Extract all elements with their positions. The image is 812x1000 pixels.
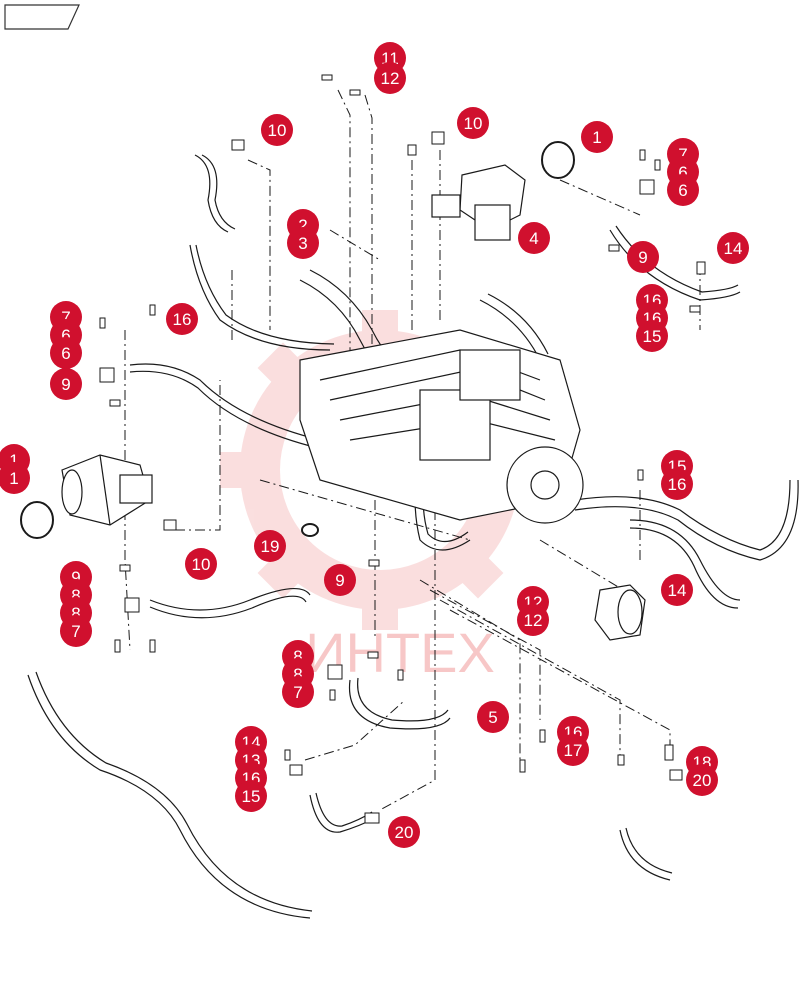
callout-10[interactable]: 10 xyxy=(185,548,217,580)
svg-text:1: 1 xyxy=(9,451,18,470)
callout-20[interactable]: 20 xyxy=(388,816,420,848)
callout-7[interactable]: 7 xyxy=(60,615,92,647)
svg-text:17: 17 xyxy=(564,741,583,760)
callout-4[interactable]: 4 xyxy=(518,222,550,254)
svg-text:6: 6 xyxy=(61,326,70,345)
svg-text:7: 7 xyxy=(71,622,80,641)
svg-text:20: 20 xyxy=(693,771,712,790)
callout-10[interactable]: 10 xyxy=(261,114,293,146)
svg-text:9: 9 xyxy=(638,248,647,267)
svg-text:9: 9 xyxy=(71,568,80,587)
callout-19[interactable]: 19 xyxy=(254,530,286,562)
callout-3[interactable]: 3 xyxy=(287,227,319,259)
svg-text:10: 10 xyxy=(464,114,483,133)
svg-text:16: 16 xyxy=(173,310,192,329)
callout-16[interactable]: 16 xyxy=(661,468,693,500)
svg-text:6: 6 xyxy=(678,163,687,182)
callout-7[interactable]: 7 xyxy=(282,676,314,708)
svg-text:14: 14 xyxy=(668,581,687,600)
svg-text:8: 8 xyxy=(71,604,80,623)
svg-text:7: 7 xyxy=(678,145,687,164)
callout-1[interactable]: 1 xyxy=(581,121,613,153)
svg-text:3: 3 xyxy=(298,234,307,253)
svg-text:15: 15 xyxy=(643,327,662,346)
svg-text:2: 2 xyxy=(298,216,307,235)
callout-15[interactable]: 15 xyxy=(235,780,267,812)
fittings xyxy=(99,74,706,824)
callout-14[interactable]: 14 xyxy=(717,232,749,264)
components xyxy=(61,164,646,641)
svg-text:7: 7 xyxy=(293,683,302,702)
svg-text:9: 9 xyxy=(335,571,344,590)
callout-9[interactable]: 9 xyxy=(324,564,356,596)
svg-text:5: 5 xyxy=(488,708,497,727)
callout-16[interactable]: 16 xyxy=(166,303,198,335)
svg-text:7: 7 xyxy=(61,308,70,327)
svg-text:1: 1 xyxy=(592,128,601,147)
home-label: home xyxy=(14,9,47,24)
leader-lines xyxy=(124,89,701,811)
svg-text:8: 8 xyxy=(293,665,302,684)
svg-text:20: 20 xyxy=(395,823,414,842)
home-button[interactable]: home xyxy=(4,4,80,30)
callout-9[interactable]: 9 xyxy=(50,368,82,400)
callout-12[interactable]: 12 xyxy=(374,62,406,94)
callout-1[interactable]: 1 xyxy=(0,462,30,494)
svg-text:1: 1 xyxy=(9,469,18,488)
callout-5[interactable]: 5 xyxy=(477,701,509,733)
callout-17[interactable]: 17 xyxy=(557,734,589,766)
callout-10[interactable]: 10 xyxy=(457,107,489,139)
callout-12[interactable]: 12 xyxy=(517,604,549,636)
callout-9[interactable]: 9 xyxy=(627,241,659,273)
svg-text:4: 4 xyxy=(529,229,538,248)
o-rings xyxy=(20,141,575,539)
svg-text:6: 6 xyxy=(61,344,70,363)
svg-text:9: 9 xyxy=(61,375,70,394)
svg-text:8: 8 xyxy=(71,586,80,605)
svg-text:10: 10 xyxy=(268,121,287,140)
svg-text:6: 6 xyxy=(678,181,687,200)
callout-6[interactable]: 6 xyxy=(667,174,699,206)
svg-text:10: 10 xyxy=(192,555,211,574)
svg-text:12: 12 xyxy=(524,611,543,630)
hoses xyxy=(27,154,799,919)
callout-14[interactable]: 14 xyxy=(661,574,693,606)
svg-text:12: 12 xyxy=(381,69,400,88)
callout-15[interactable]: 15 xyxy=(636,320,668,352)
svg-text:15: 15 xyxy=(242,787,261,806)
callout-6[interactable]: 6 xyxy=(50,337,82,369)
svg-text:14: 14 xyxy=(724,239,743,258)
svg-text:16: 16 xyxy=(668,475,687,494)
svg-text:8: 8 xyxy=(293,647,302,666)
svg-text:19: 19 xyxy=(261,537,280,556)
callout-20[interactable]: 20 xyxy=(686,764,718,796)
